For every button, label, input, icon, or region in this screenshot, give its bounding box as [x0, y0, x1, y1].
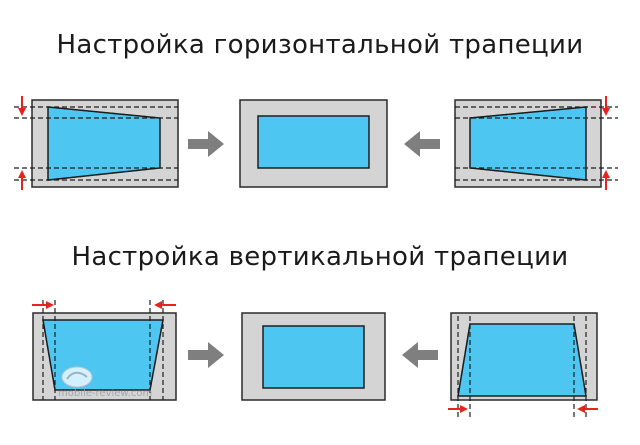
- heading-horizontal-keystone: Настройка горизонтальной трапеции: [56, 30, 584, 60]
- guide-lines: [457, 316, 587, 418]
- arrow-right-icon: [188, 342, 224, 368]
- panel-vertical-left: [32, 300, 177, 401]
- watermark-text: mobile-review.com: [58, 388, 153, 399]
- panel-horizontal-center: [239, 99, 388, 188]
- panel-horizontal-right: [454, 96, 618, 190]
- guide-lines: [14, 106, 178, 181]
- mobile-review-logo: [61, 366, 93, 388]
- panel-vertical-right: [448, 312, 598, 418]
- arrow-left-icon: [402, 342, 438, 368]
- guide-lines: [42, 300, 164, 400]
- panel-vertical-center: [241, 312, 386, 401]
- arrow-left-icon: [404, 131, 440, 157]
- guide-lines: [455, 106, 618, 181]
- heading-vertical-keystone: Настройка вертикальной трапеции: [71, 242, 569, 272]
- arrow-right-icon: [188, 131, 224, 157]
- panel-horizontal-left: [14, 96, 179, 190]
